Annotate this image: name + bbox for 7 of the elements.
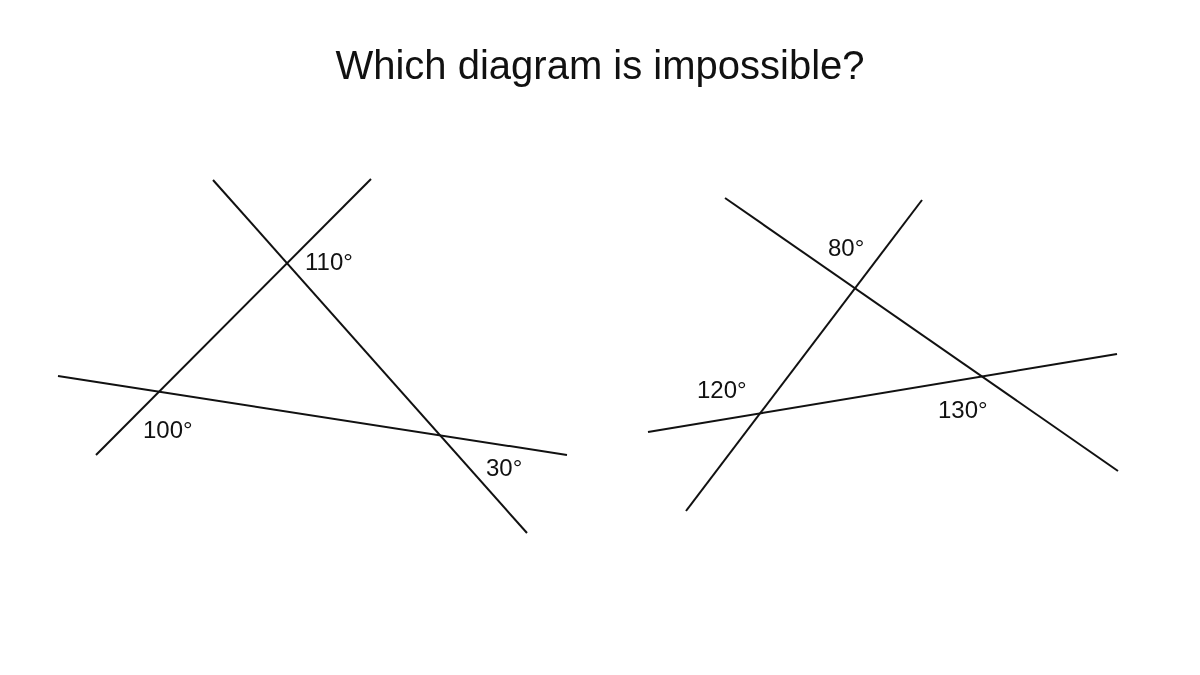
angle-label: 110° xyxy=(305,250,353,274)
title: Which diagram is impossible? xyxy=(334,45,866,85)
angle-label: 100° xyxy=(143,418,193,442)
angle-label: 120° xyxy=(697,378,747,402)
angle-label: 80° xyxy=(828,236,865,260)
angle-label: 130° xyxy=(938,398,988,422)
angle-label: 30° xyxy=(486,456,523,480)
